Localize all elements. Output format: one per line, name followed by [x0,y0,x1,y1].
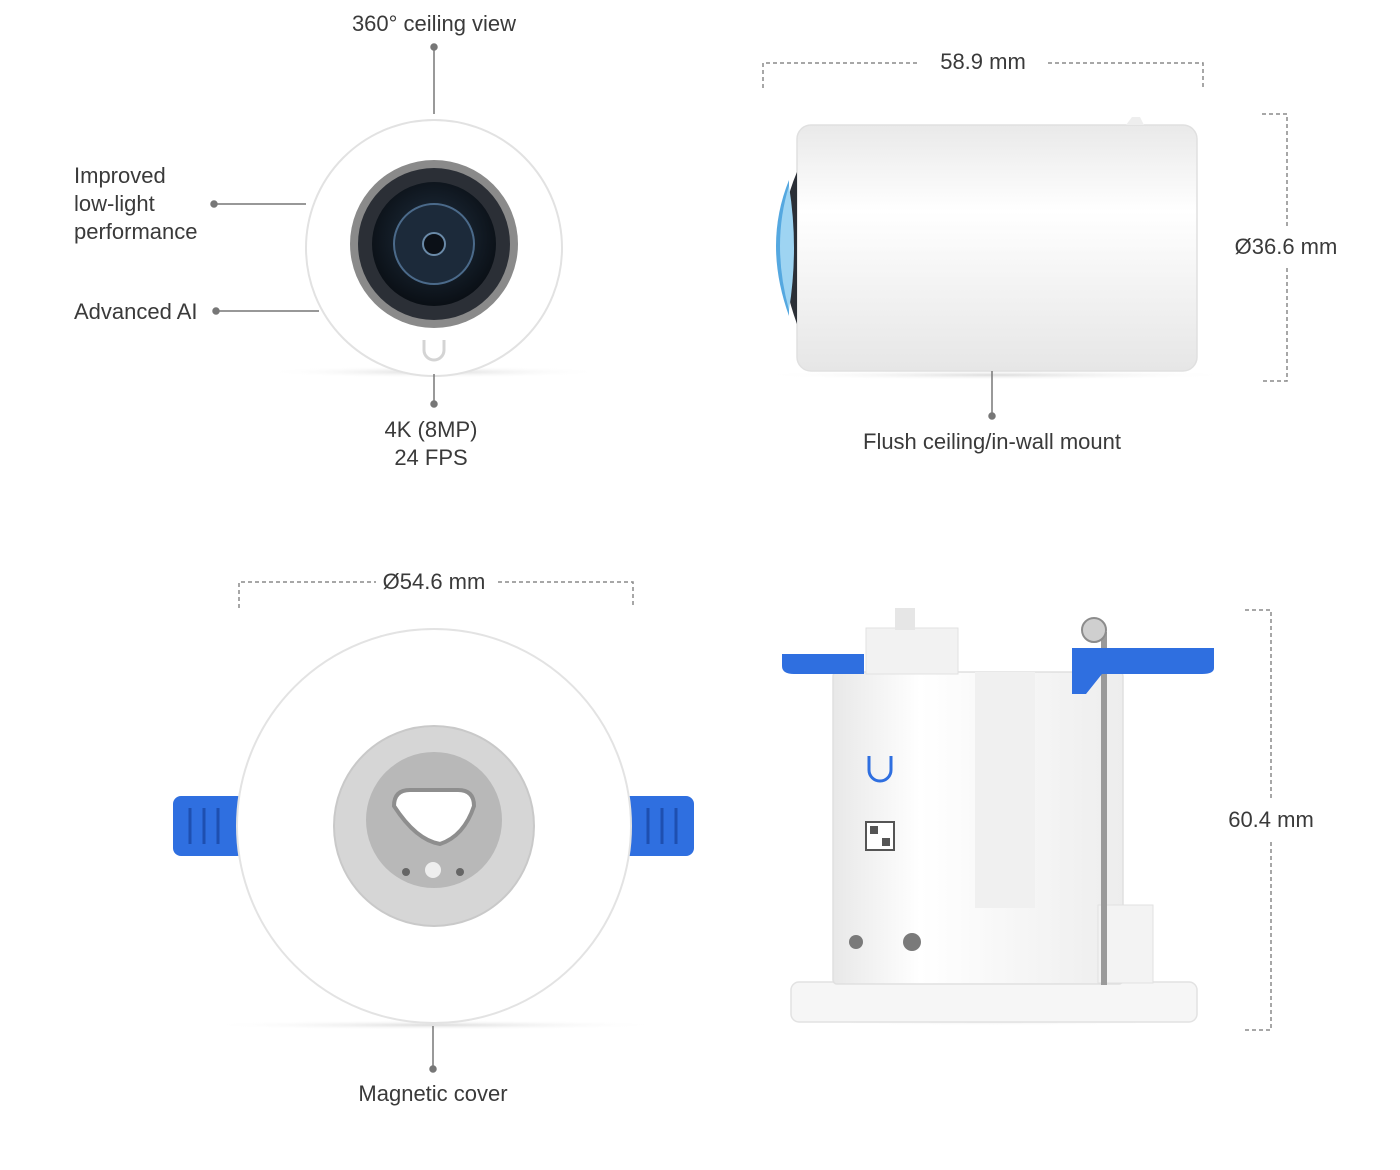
dimension-body-diameter: Ø36.6 mm [1234,234,1338,259]
dimension-cover-diameter: Ø54.6 mm [382,569,486,594]
dimension-length: 58.9 mm [940,49,1026,74]
clamp-left-icon [173,796,245,856]
dimension-lines [238,62,1288,1031]
clamp-right-icon [1072,648,1214,694]
magnetic-cover-view [173,628,694,1030]
ubiquiti-logo-icon [867,756,893,783]
callout-advanced-ai: Advanced AI [74,299,198,324]
callout-resolution-line: 24 FPS [394,445,468,470]
mount-bracket-view [774,608,1214,1026]
callout-resolution: 4K (8MP) 24 FPS [351,416,511,472]
clamp-right-icon [622,796,694,856]
qr-code-icon [865,821,895,851]
callout-lines [210,43,996,1073]
camera-side-view [756,117,1236,380]
dimension-mount-height: 60.4 mm [1228,807,1314,832]
callout-flush-mount: Flush ceiling/in-wall mount [863,429,1121,454]
clamp-left-icon [782,654,864,674]
callout-ceiling-view: 360° ceiling view [351,11,517,36]
camera-front-view [264,119,604,378]
callout-low-light: Improved low-light performance [74,162,198,246]
callout-low-light-line: Improved [74,163,166,188]
callout-magnetic-cover: Magnetic cover [358,1081,508,1106]
callout-low-light-line: low-light [74,191,155,216]
callout-resolution-line: 4K (8MP) [384,417,478,442]
ubiquiti-logo-icon [422,340,446,362]
callout-low-light-line: performance [74,219,198,244]
